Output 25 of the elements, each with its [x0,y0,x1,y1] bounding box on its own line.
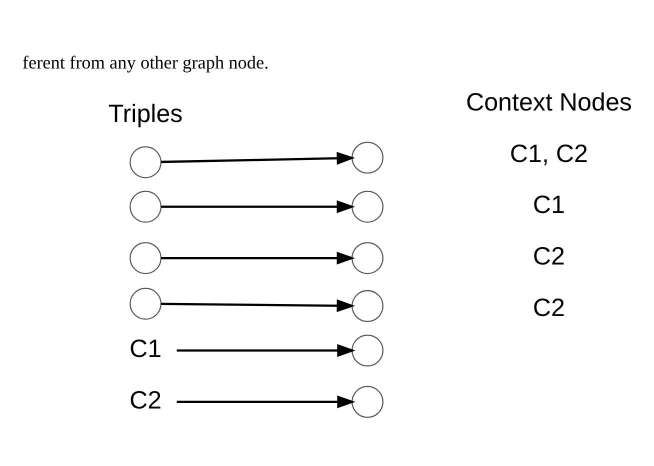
arrow [161,252,356,264]
arrow [161,200,356,214]
label: C2 [532,242,565,270]
label: C1 [532,191,565,220]
node-circle [130,146,162,178]
node-circle [352,290,384,322]
node-circle [352,334,384,367]
node-text: C1 [130,334,162,363]
label: Triples [108,100,183,128]
arrow [176,396,356,408]
label: C1, C2 [510,140,588,168]
node-circle [130,190,162,223]
node-circle [352,190,384,223]
node-circle [130,242,162,274]
label: C2 [532,294,565,322]
arrow [176,344,356,357]
label: ferent from any other graph node. [22,52,269,72]
node-text: C2 [130,386,162,414]
node-circle [130,288,162,320]
node-circle [352,386,384,418]
arrow [161,152,356,165]
node-circle [352,142,384,174]
node-circle [352,242,384,274]
arrow [161,299,356,312]
label: Context Nodes [466,88,632,116]
